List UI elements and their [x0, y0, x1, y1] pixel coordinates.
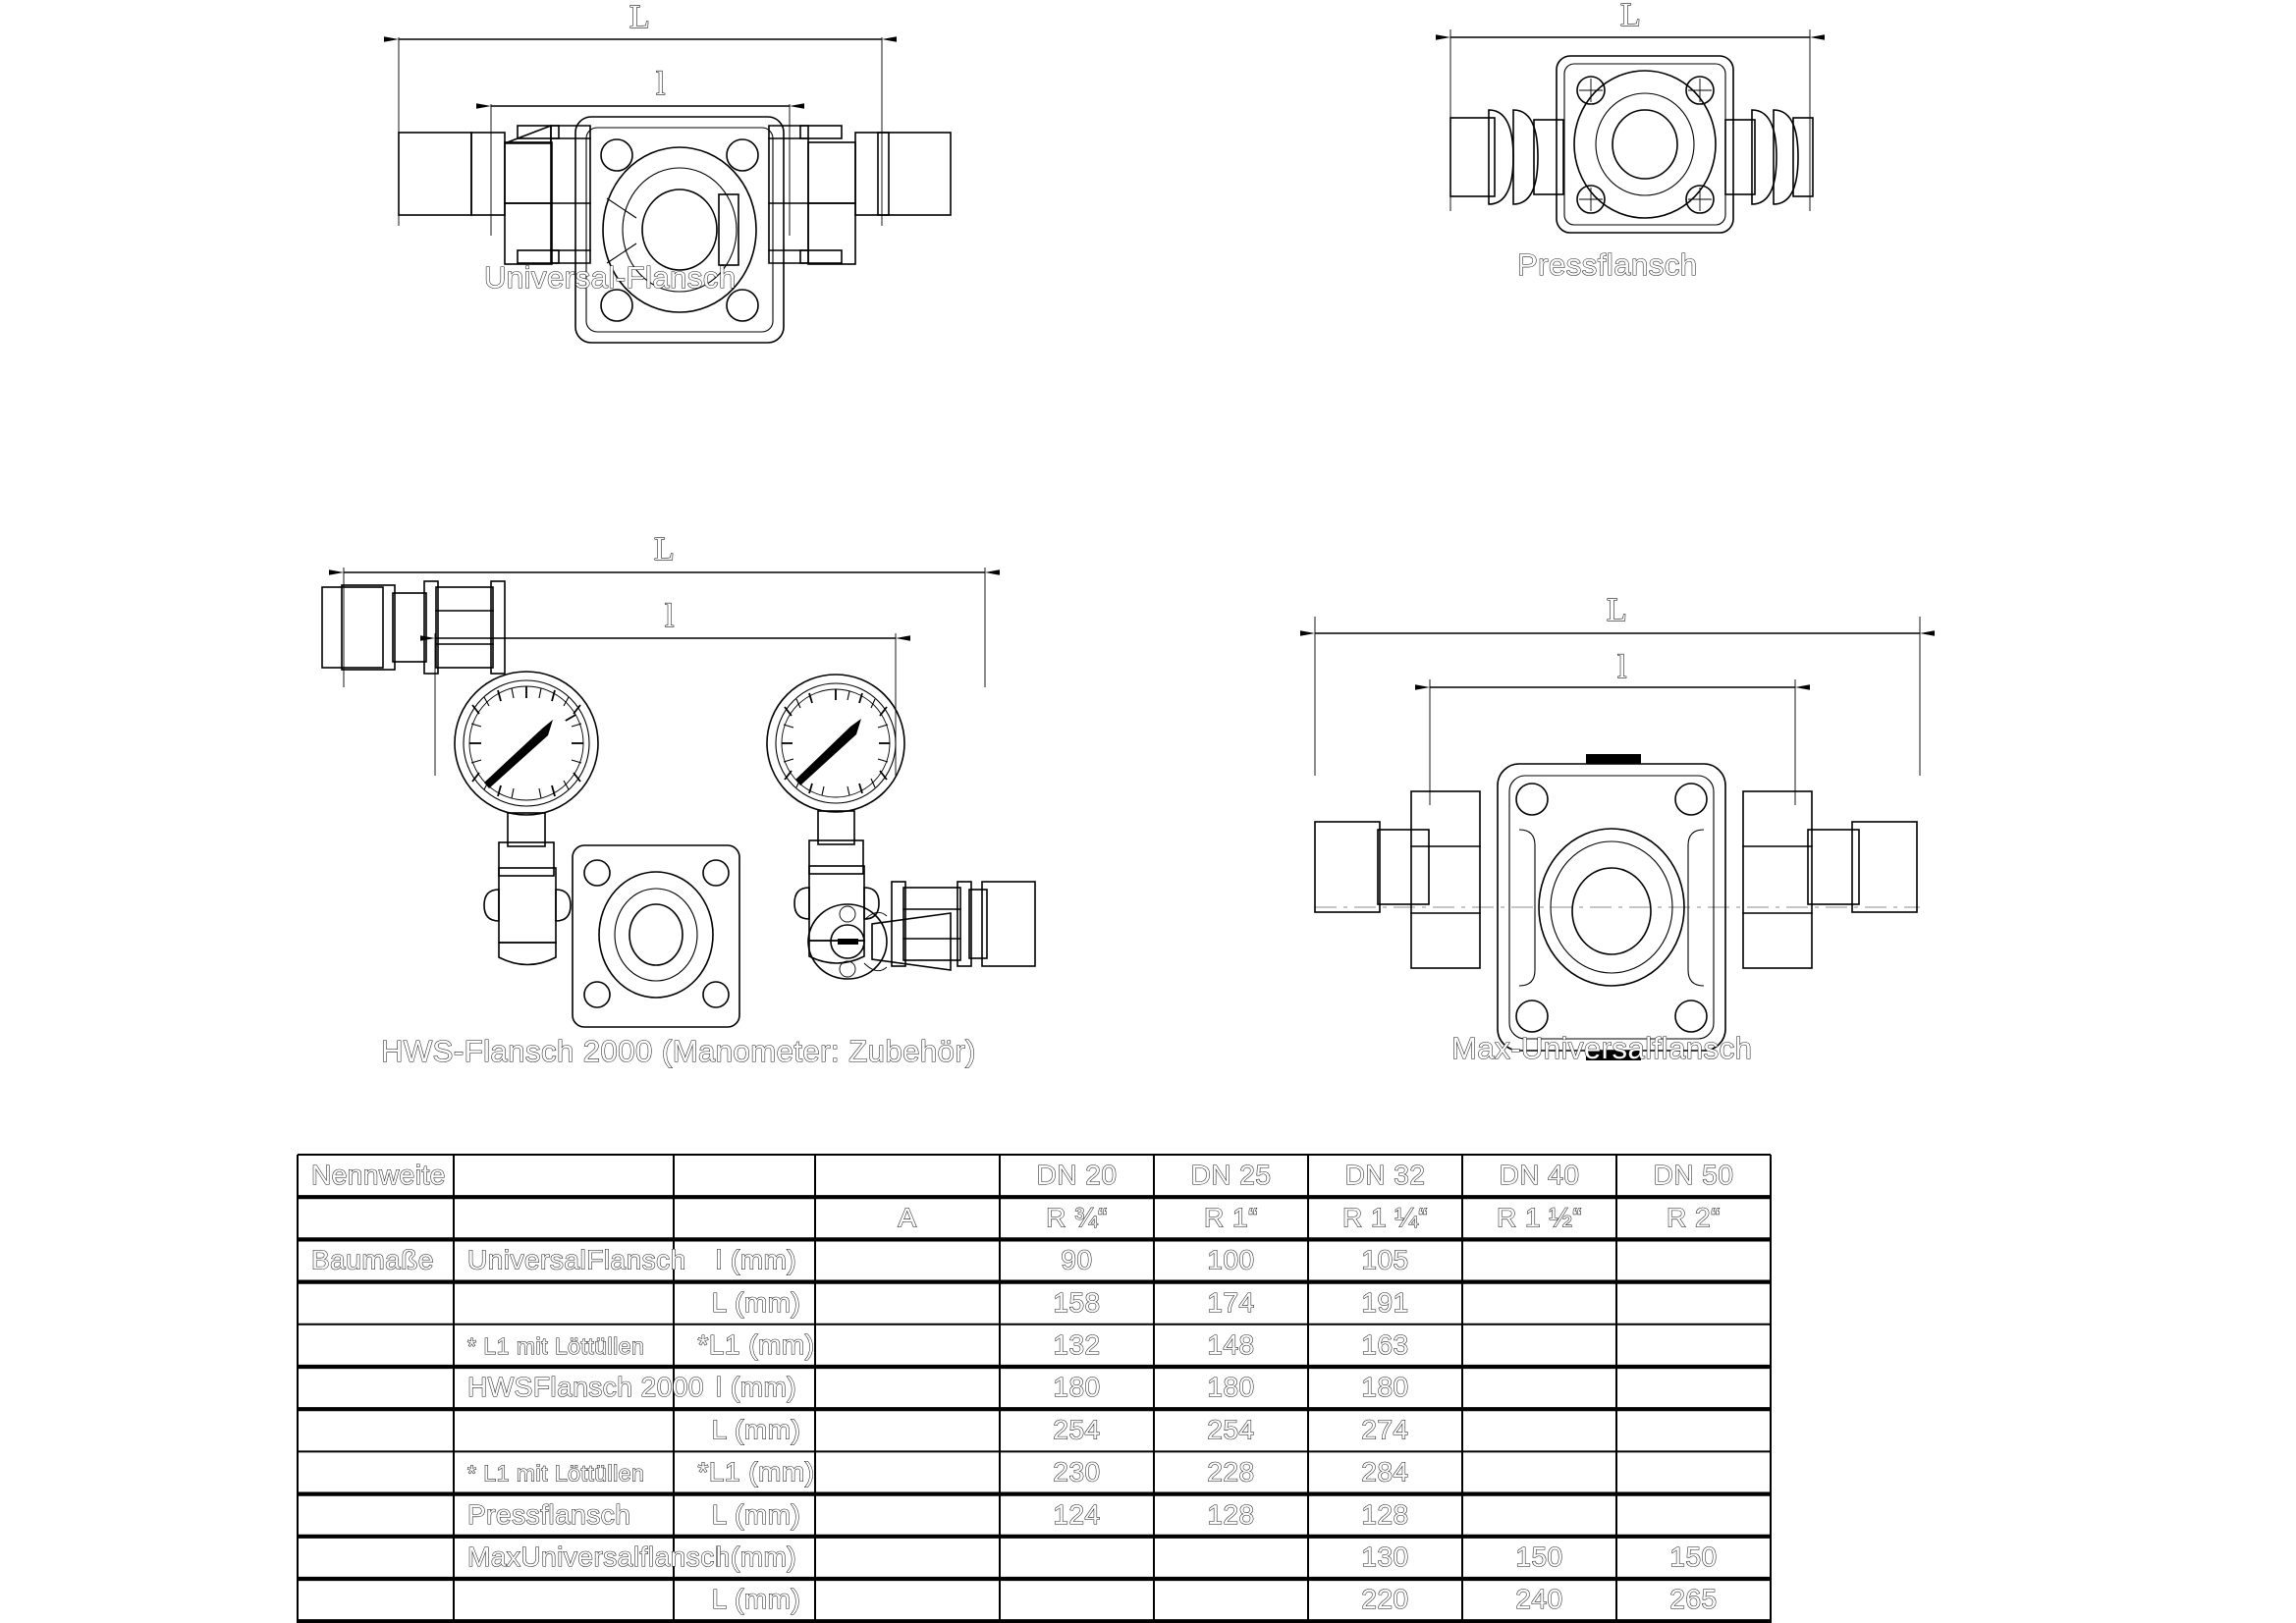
left-union-nut-universal: [504, 124, 591, 265]
table-cell-value: 163: [1361, 1329, 1408, 1360]
dim-label-l-max: l: [1617, 649, 1626, 685]
dim-label-l-universal: l: [656, 66, 665, 102]
figure-caption-max: Max-Universalflansch: [1451, 1031, 1752, 1065]
table-header-dn-3: DN 40: [1500, 1160, 1580, 1190]
table-cell-value: 265: [1669, 1584, 1717, 1614]
table-cell-value: 191: [1361, 1287, 1408, 1318]
left-thread-nipple-hws: [321, 586, 384, 669]
table-cell-value: 254: [1053, 1414, 1100, 1444]
body-flange-max: [1497, 754, 1726, 1060]
dim-label-L-hws: L: [654, 531, 675, 568]
table-cell-value: 128: [1207, 1499, 1254, 1530]
table-row-group: Baumaße: [311, 1245, 434, 1275]
table-row-measure: l (mm): [716, 1372, 796, 1402]
table-row-measure: L (mm): [712, 1287, 801, 1318]
table-header-dn-2: DN 32: [1345, 1160, 1426, 1190]
left-end-max: [1314, 790, 1481, 969]
table-thread-1: R 1“: [1204, 1202, 1258, 1232]
figure-max-universalflansch: Max-Universalflansch L l: [1300, 591, 1935, 1066]
right-end-assembly-hws: [891, 881, 1036, 967]
dim-label-L-max: L: [1607, 592, 1627, 628]
table-cell-value: 130: [1361, 1542, 1408, 1572]
left-press-end: [1449, 109, 1564, 205]
left-thread-group-hws: [322, 587, 383, 668]
table-header-dn-0: DN 20: [1037, 1160, 1118, 1190]
gauge-ticks-left: [469, 686, 583, 799]
table-row-product: * L1 mit Löttüllen: [467, 1461, 644, 1487]
dimensions-table: Nennweite DN 20 DN 25 DN 32 DN 40 DN 50 A R ¾“ R…: [297, 1154, 1772, 1623]
table-row-measure: L (mm): [712, 1499, 801, 1530]
table-cell-value: 128: [1361, 1499, 1408, 1530]
table-row-product: Pressflansch: [467, 1499, 630, 1530]
left-thread-nipple-universal: [398, 132, 506, 216]
dim-label-L-universal: L: [629, 0, 650, 35]
dim-label-L-pressflansch: L: [1620, 0, 1641, 33]
table-cell-value: 180: [1053, 1372, 1100, 1402]
table-row-measure: L (mm): [712, 1414, 801, 1444]
dim-label-l-hws: l: [665, 598, 674, 634]
table-cell-value: 100: [1207, 1245, 1254, 1275]
dimension-l-max: [1415, 679, 1810, 805]
table-thread-2: R 1 ¼“: [1342, 1202, 1428, 1232]
left-end-assembly-hws: [341, 580, 506, 675]
dimension-L-max: [1300, 617, 1935, 776]
table-thread-4: R 2“: [1667, 1202, 1721, 1232]
right-tee-valve-hws: [793, 865, 952, 980]
figure-pressflansch: Pressflansch L: [1436, 0, 1825, 283]
table-cell-value: 180: [1361, 1372, 1408, 1402]
table-cell-value: 148: [1207, 1329, 1254, 1360]
right-end-max: [1742, 790, 1918, 969]
table-cell-value: 230: [1053, 1457, 1100, 1488]
dimension-l-universal: [476, 103, 804, 236]
table-cell-value: 220: [1361, 1584, 1408, 1614]
gauge-ticks-right: [782, 689, 890, 796]
table-header-dn-4: DN 50: [1654, 1160, 1734, 1190]
table-cell-value: 284: [1361, 1457, 1408, 1488]
table-row-product: UniversalFlansch: [467, 1245, 686, 1275]
table-cell-value: 158: [1053, 1287, 1100, 1318]
table-cell-value: 228: [1207, 1457, 1254, 1488]
table-thread-0: R ¾“: [1046, 1202, 1108, 1232]
table-header-nennweite: Nennweite: [311, 1160, 446, 1190]
table-cell-value: 240: [1515, 1584, 1562, 1614]
figure-caption-universal: Universal-Flansch: [484, 260, 737, 295]
table-row-product: MaxUniversalflansch: [467, 1542, 731, 1572]
left-tee-hws: [483, 867, 572, 966]
figure-caption-pressflansch: Pressflansch: [1517, 247, 1697, 282]
table-cell-value: 105: [1361, 1245, 1408, 1275]
table-row-product: HWSFlansch 2000: [467, 1372, 704, 1402]
right-thread-nipple-universal: [854, 132, 952, 216]
right-press-end: [1724, 109, 1814, 205]
figure-hws-flansch-2000: HWS-Flansch 2000 (Manometer: Zubehör) L …: [321, 530, 1036, 1069]
body-flange-universal: [574, 116, 785, 344]
table-row-measure: *L1 (mm): [697, 1457, 814, 1488]
table-cell-value: 174: [1207, 1287, 1254, 1318]
table-row-measure: *L1 (mm): [697, 1329, 814, 1360]
table-cell-value: 150: [1515, 1542, 1562, 1572]
table-row-measure: l (mm): [716, 1245, 796, 1275]
table-row-product: * L1 mit Löttüllen: [467, 1333, 644, 1359]
table-row-measure: L (mm): [712, 1584, 801, 1614]
table-cell-value: 90: [1061, 1245, 1092, 1275]
figure-caption-hws: HWS-Flansch 2000 (Manometer: Zubehör): [381, 1034, 976, 1068]
pressure-gauge-left: [454, 671, 599, 877]
pressure-gauge-right: [766, 674, 905, 875]
figure-universal-flansch: Universal-Flansch L l: [384, 0, 952, 344]
dimension-l-hws: [420, 633, 910, 776]
table-cell-value: 132: [1053, 1329, 1100, 1360]
right-union-nut-universal: [768, 125, 856, 265]
body-flange-hws: [572, 844, 740, 1028]
table-cell-value: 274: [1361, 1414, 1408, 1444]
table-header-dn-1: DN 25: [1191, 1160, 1272, 1190]
table-thread-3: R 1 ½“: [1497, 1202, 1582, 1232]
table-row-measure: l (mm): [716, 1542, 796, 1572]
body-flange-pressflansch: [1556, 55, 1734, 234]
table-cell-value: 124: [1053, 1499, 1100, 1530]
table-cell-value: 150: [1669, 1542, 1717, 1572]
table-header-a: A: [898, 1202, 916, 1232]
table-cell-value: 180: [1207, 1372, 1254, 1402]
table-cell-value: 254: [1207, 1414, 1254, 1444]
